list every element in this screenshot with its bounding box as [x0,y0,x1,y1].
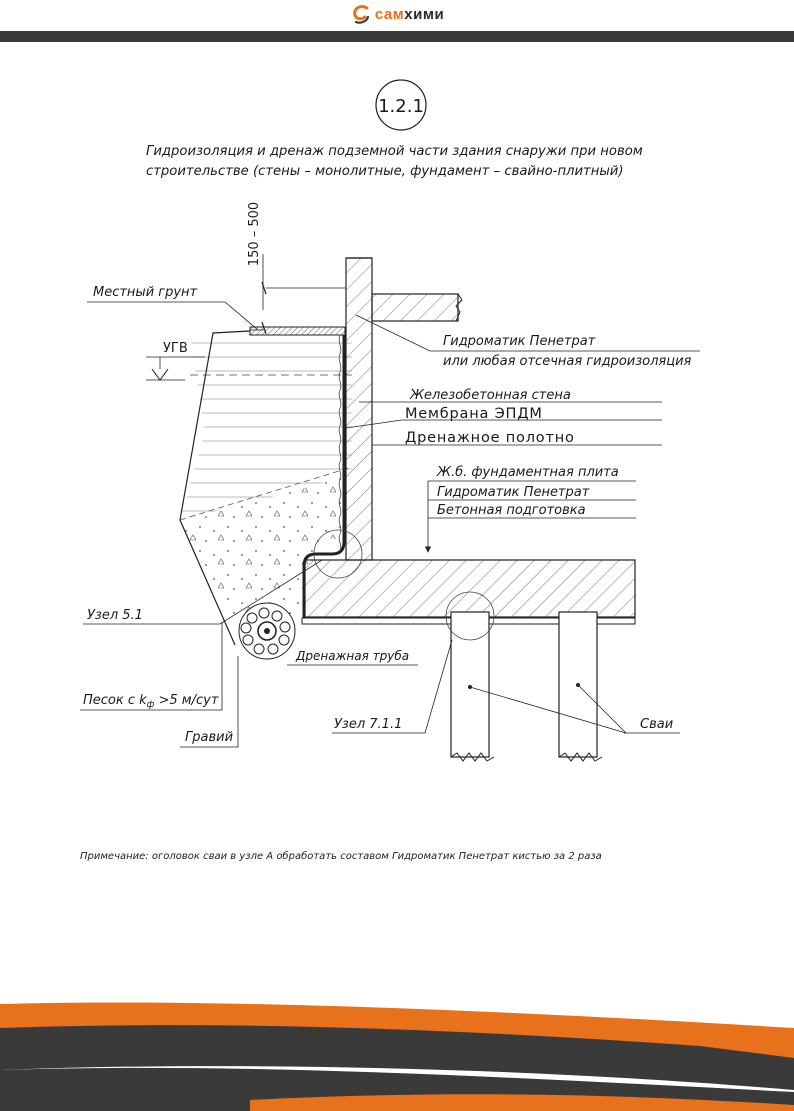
footnote: Примечание: оголовок сваи в узле А обраб… [80,851,602,862]
rc-wall [345,257,373,561]
diagram-title-line1: Гидроизоляция и дренаж подземной части з… [146,144,643,159]
header-bar [0,31,794,42]
slab-break [455,293,463,322]
label-node-711: Узел 7.1.1 [334,717,402,732]
dimension-text: 150 – 500 [247,202,262,266]
diagram-title-line2: строительстве (стены – монолитные, фунда… [146,164,624,179]
groundwater-level-marker: УГВ [146,341,205,381]
drainage-sheet-wave [338,334,342,551]
ground-surface [249,326,346,336]
label-cutoff-1: Гидроматик Пенетрат [443,334,596,349]
label-penetrat: Гидроматик Пенетрат [437,485,590,500]
label-foundation-slab: Ж.б. фундаментная плита [436,465,619,480]
sand-layer [180,475,352,620]
label-rc-wall: Железобетонная стена [409,388,571,403]
pile-1 [450,611,495,762]
excavation-outline [179,330,251,646]
label-node-51: Узел 5.1 [87,608,143,623]
foundation-slab [304,559,636,618]
label-membrane: Мембрана ЭПДМ [405,406,543,422]
label-local-soil: Местный грунт [93,285,198,300]
logo-text: самхими [374,5,445,23]
label-piles: Сваи [640,717,673,732]
logo-swirl-icon [352,5,369,24]
footer-swoosh [0,1002,794,1111]
soil-backfill [180,334,352,520]
ground-floor-slab [371,293,459,322]
badge-number: 1.2.1 [378,96,424,117]
label-gravel: Гравий [185,730,233,745]
waterproofing-diagram: 1.2.1 Гидроизоляция и дренаж подземной ч… [80,79,700,762]
label-concrete-prep: Бетонная подготовка [437,503,586,518]
drainage-membrane [302,335,634,620]
label-ugv: УГВ [163,341,188,356]
dimension-150-500: 150 – 500 [247,202,346,335]
detail-circle-node-51 [313,529,363,579]
detail-circle-node-711 [445,591,495,641]
drainage-pipe [238,602,296,660]
label-cutoff-2: или любая отсечная гидроизоляция [443,354,692,369]
brand-logo: самхими [0,0,794,28]
pile-2 [558,611,603,762]
section-badge: 1.2.1 [375,79,427,131]
label-sand: Песок с kф >5 м/сут [83,693,219,710]
label-drain-pipe: Дренажная труба [295,649,409,663]
label-drainage-sheet: Дренажное полотно [405,430,575,446]
